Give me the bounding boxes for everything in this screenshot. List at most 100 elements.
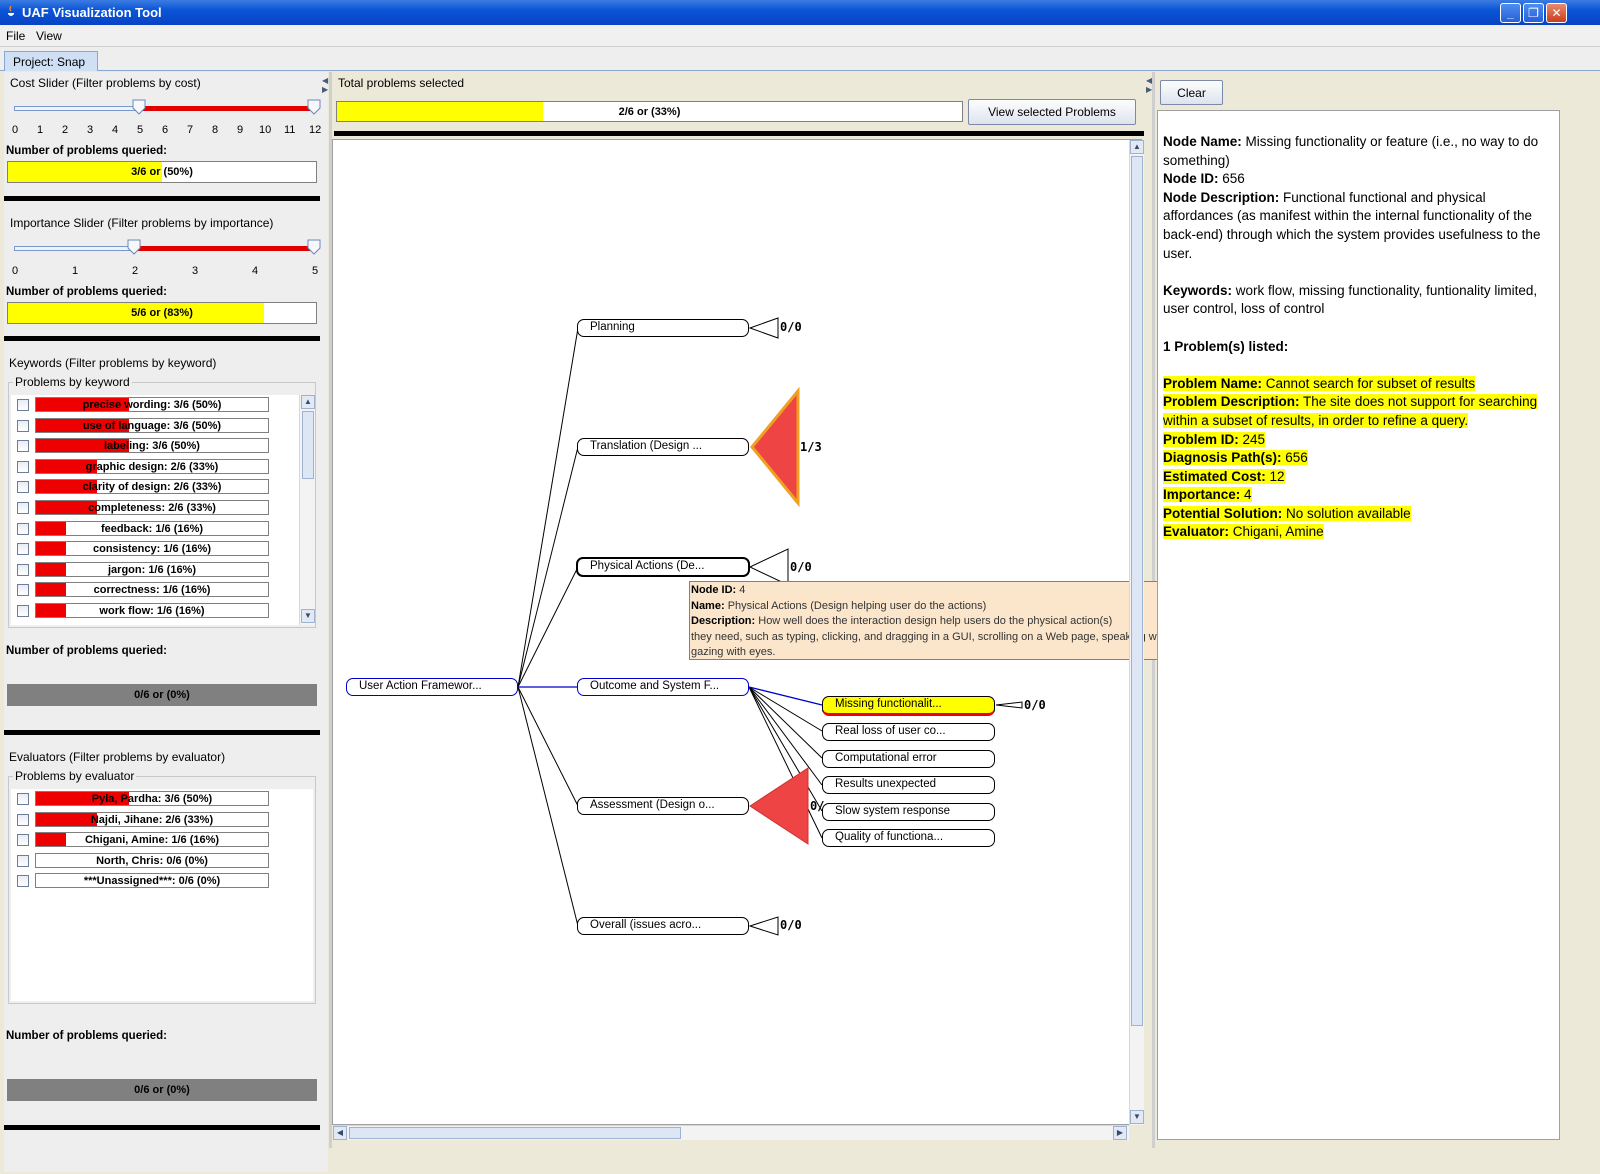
importance-slider[interactable]	[10, 234, 322, 258]
diagnosis-path-label: Diagnosis Path(s):	[1163, 450, 1282, 466]
evaluator-row[interactable]: Chigani, Amine: 1/6 (16%)	[11, 830, 313, 850]
scroll-right-icon[interactable]: ▶	[1113, 1126, 1127, 1140]
title-bar: UAF Visualization Tool _ ❐ ✕	[0, 0, 1600, 25]
keyword-row[interactable]: completeness: 2/6 (33%)	[11, 498, 299, 518]
tree-leaf-computational-error[interactable]: Computational error	[822, 750, 995, 768]
evaluators-queried-progress: 0/6 or (0%)	[7, 1079, 317, 1101]
filter-checkbox[interactable]	[17, 563, 29, 576]
tree-node-outcome[interactable]: Outcome and System F...	[577, 678, 749, 696]
keyword-row[interactable]: graphic design: 2/6 (33%)	[11, 457, 299, 477]
scroll-up-icon[interactable]: ▲	[301, 395, 315, 409]
keyword-list: precise wording: 3/6 (50%)use of languag…	[11, 395, 299, 625]
tree-leaf-slow-response[interactable]: Slow system response	[822, 803, 995, 821]
tree-leaf-real-loss[interactable]: Real loss of user co...	[822, 723, 995, 741]
splitter-left-icon[interactable]: ◀▶	[322, 76, 329, 94]
view-selected-problems-button[interactable]: View selected Problems	[968, 99, 1136, 125]
keyword-row[interactable]: use of language: 3/6 (50%)	[11, 416, 299, 436]
keyword-row[interactable]: clarity of design: 2/6 (33%)	[11, 477, 299, 497]
importance-slider-high-thumb[interactable]	[307, 239, 321, 255]
filter-checkbox[interactable]	[17, 399, 29, 411]
scroll-left-icon[interactable]: ◀	[333, 1126, 347, 1140]
count-bar-fill	[36, 542, 66, 556]
evaluator-row[interactable]: North, Chris: 0/6 (0%)	[11, 851, 313, 871]
keyword-row[interactable]: precise wording: 3/6 (50%)	[11, 395, 299, 415]
canvas-vertical-scrollbar[interactable]: ▲ ▼	[1129, 140, 1144, 1125]
cost-slider-low-thumb[interactable]	[132, 99, 146, 115]
filter-checkbox[interactable]	[17, 854, 29, 867]
count-bar-fill	[36, 418, 129, 432]
filter-checkbox[interactable]	[17, 440, 29, 453]
tick-label: 4	[252, 265, 259, 277]
tooltip-desc-label: Description:	[691, 615, 756, 627]
evaluator-row[interactable]: Pyla, Pardha: 3/6 (50%)	[11, 789, 313, 809]
count-bar-text: correctness: 1/6 (16%)	[93, 584, 211, 597]
tab-project[interactable]: Project: Snap	[4, 51, 98, 71]
problem-desc-label: Problem Description:	[1163, 394, 1300, 410]
filter-checkbox[interactable]	[17, 460, 29, 473]
problem-desc: The site does not support for searching …	[1163, 394, 1538, 428]
scroll-thumb[interactable]	[1131, 156, 1143, 1026]
tree-node-root[interactable]: User Action Framewor...	[346, 678, 518, 696]
keyword-row[interactable]: work flow: 1/6 (16%)	[11, 601, 299, 621]
tick-label: 3	[192, 265, 199, 277]
cost-slider-high-thumb[interactable]	[307, 99, 321, 115]
menu-view[interactable]: View	[36, 29, 62, 43]
filter-checkbox[interactable]	[17, 813, 29, 826]
tick-label: 1	[37, 124, 44, 136]
splitter-right-icon[interactable]: ◀▶	[1146, 76, 1153, 94]
evaluator-row[interactable]: ***Unassigned***: 0/6 (0%)	[11, 871, 313, 891]
keyword-row[interactable]: feedback: 1/6 (16%)	[11, 519, 299, 539]
tree-leaf-quality[interactable]: Quality of functiona...	[822, 829, 995, 847]
keyword-list-scrollbar[interactable]: ▲ ▼	[299, 395, 315, 625]
tick-label: 6	[162, 124, 169, 136]
filter-checkbox[interactable]	[17, 793, 29, 805]
scroll-thumb[interactable]	[302, 411, 314, 479]
cost-slider[interactable]	[10, 94, 322, 118]
canvas-horizontal-scrollbar[interactable]: ◀ ▶	[333, 1125, 1129, 1140]
minimize-icon[interactable]: _	[1500, 3, 1521, 23]
filter-checkbox[interactable]	[17, 481, 29, 494]
cost-queried-label: Number of problems queried:	[6, 145, 168, 157]
tree-leaf-missing-functionality[interactable]: Missing functionalit...	[822, 696, 995, 716]
splitter-left[interactable]	[329, 72, 332, 1148]
tree-node-translation[interactable]: Translation (Design ...	[577, 438, 749, 456]
divider	[4, 196, 320, 201]
window-title: UAF Visualization Tool	[22, 5, 162, 20]
importance-slider-low-thumb[interactable]	[127, 239, 141, 255]
filter-checkbox[interactable]	[17, 875, 29, 888]
filter-checkbox[interactable]	[17, 522, 29, 535]
keywords-queried-text: 0/6 or (0%)	[134, 689, 190, 701]
tree-node-planning[interactable]: Planning	[577, 319, 749, 337]
keyword-row[interactable]: labeling: 3/6 (50%)	[11, 436, 299, 456]
tree-node-assessment[interactable]: Assessment (Design o...	[577, 797, 749, 815]
menu-file[interactable]: File	[6, 29, 26, 43]
filter-checkbox[interactable]	[17, 584, 29, 597]
count-bar: work flow: 1/6 (16%)	[35, 603, 269, 618]
problems-listed: 1 Problem(s) listed:	[1163, 338, 1289, 354]
clear-button[interactable]: Clear	[1160, 80, 1223, 105]
keyword-row[interactable]: jargon: 1/6 (16%)	[11, 560, 299, 580]
filter-checkbox[interactable]	[17, 419, 29, 432]
keyword-row[interactable]: consistency: 1/6 (16%)	[11, 539, 299, 559]
keyword-row[interactable]: correctness: 1/6 (16%)	[11, 580, 299, 600]
keywords-legend: Problems by keyword	[13, 375, 132, 389]
tree-node-physical-actions[interactable]: Physical Actions (De...	[576, 557, 750, 577]
restore-icon[interactable]: ❐	[1523, 3, 1544, 23]
tick-label: 1	[72, 265, 79, 277]
evaluator-row[interactable]: Najdi, Jihane: 2/6 (33%)	[11, 810, 313, 830]
scroll-down-icon[interactable]: ▼	[301, 609, 315, 623]
overall-ratio: 0/0	[780, 918, 802, 932]
filter-checkbox[interactable]	[17, 605, 29, 617]
filter-checkbox[interactable]	[17, 502, 29, 514]
count-bar-text: completeness: 2/6 (33%)	[88, 502, 216, 514]
close-icon[interactable]: ✕	[1546, 3, 1567, 23]
count-bar: ***Unassigned***: 0/6 (0%)	[35, 873, 269, 889]
filter-checkbox[interactable]	[17, 834, 29, 847]
tree-node-overall[interactable]: Overall (issues acro...	[577, 917, 749, 935]
evaluators-queried-text: 0/6 or (0%)	[134, 1084, 190, 1096]
filter-checkbox[interactable]	[17, 543, 29, 556]
scroll-thumb[interactable]	[349, 1127, 681, 1139]
tree-leaf-results-unexpected[interactable]: Results unexpected	[822, 776, 995, 794]
scroll-down-icon[interactable]: ▼	[1130, 1110, 1144, 1124]
scroll-up-icon[interactable]: ▲	[1130, 140, 1144, 154]
